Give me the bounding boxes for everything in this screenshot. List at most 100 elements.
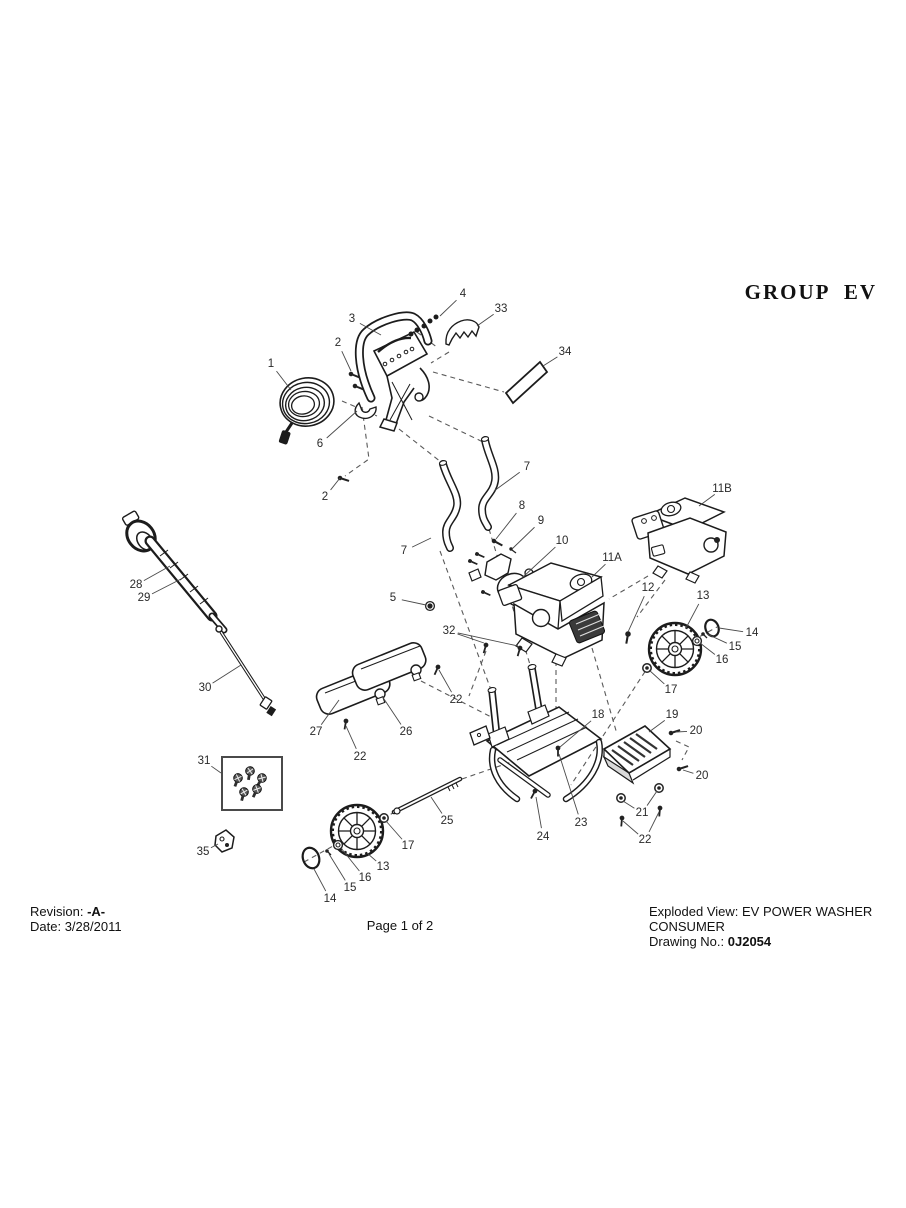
callout-leader bbox=[326, 410, 358, 439]
callout-leader bbox=[511, 526, 535, 550]
part-6-clip bbox=[354, 401, 377, 420]
part-11b-engine bbox=[631, 497, 727, 584]
part-14-oring-left bbox=[301, 846, 321, 870]
callout-leader bbox=[622, 820, 639, 835]
callout-32: 32 bbox=[443, 625, 456, 637]
callout-leader bbox=[401, 599, 427, 606]
callout-14: 14 bbox=[746, 627, 759, 639]
callout-22: 22 bbox=[450, 694, 463, 706]
callout-13: 13 bbox=[377, 861, 390, 873]
callout-3: 3 bbox=[349, 313, 355, 325]
callout-leader bbox=[151, 577, 184, 595]
callout-leader bbox=[211, 765, 222, 774]
callout-leader bbox=[328, 853, 346, 881]
callout-leader bbox=[648, 811, 660, 833]
part-19-tray bbox=[602, 725, 672, 785]
callout-leader bbox=[698, 493, 716, 507]
exploded-view-line: Exploded View: EV POWER WASHER CONSUMER bbox=[649, 904, 906, 934]
callout-10: 10 bbox=[556, 535, 569, 547]
callout-leader bbox=[706, 633, 728, 644]
part-2-screws bbox=[337, 371, 365, 484]
revision-value: -A- bbox=[87, 904, 106, 919]
callout-16: 16 bbox=[359, 872, 372, 884]
part-17-washer-left bbox=[379, 813, 389, 823]
callout-leader bbox=[559, 720, 592, 748]
callout-1: 1 bbox=[268, 358, 274, 370]
callout-7: 7 bbox=[401, 545, 407, 557]
callout-12: 12 bbox=[642, 582, 655, 594]
callout-leader bbox=[359, 322, 382, 336]
callout-14: 14 bbox=[324, 893, 337, 905]
callout-11A: 11A bbox=[602, 552, 622, 564]
callout-leader bbox=[341, 350, 352, 372]
callout-29: 29 bbox=[138, 592, 151, 604]
part-4-screws bbox=[408, 314, 439, 337]
part-35-bracket bbox=[214, 829, 235, 853]
callout-26: 26 bbox=[400, 726, 413, 738]
part-26-box bbox=[351, 642, 427, 691]
callout-leader bbox=[648, 719, 666, 733]
part-14-oring-right bbox=[704, 618, 720, 638]
part-20-screws bbox=[668, 727, 689, 772]
callout-5: 5 bbox=[390, 592, 396, 604]
callout-leader bbox=[648, 669, 665, 685]
callout-28: 28 bbox=[130, 579, 143, 591]
callout-leader bbox=[439, 299, 457, 317]
part-21-nuts bbox=[616, 783, 664, 803]
callout-leader bbox=[438, 669, 452, 693]
callout-leader bbox=[685, 603, 700, 629]
callout-leader bbox=[675, 731, 688, 733]
callout-24: 24 bbox=[537, 831, 550, 843]
part-30-wand bbox=[215, 625, 277, 717]
callout-30: 30 bbox=[199, 682, 212, 694]
callout-15: 15 bbox=[729, 641, 742, 653]
callout-34: 34 bbox=[559, 346, 572, 358]
part-13-wheel-right bbox=[647, 621, 703, 677]
callout-16: 16 bbox=[716, 654, 729, 666]
part-34-panel bbox=[504, 360, 549, 405]
date-label: Date: bbox=[30, 919, 62, 934]
callout-leader bbox=[646, 790, 658, 806]
callout-2: 2 bbox=[322, 491, 328, 503]
callout-leader bbox=[276, 370, 292, 391]
callout-leader bbox=[385, 820, 403, 840]
callout-27: 27 bbox=[310, 726, 323, 738]
callout-leader bbox=[591, 563, 606, 578]
footer-revision-block: Revision: -A- Date: 3/28/2011 bbox=[30, 904, 122, 934]
drawing-no-value: 0J2054 bbox=[727, 934, 772, 949]
part-15-pin-left bbox=[325, 849, 332, 856]
drawing-no-label: Drawing No.: bbox=[649, 934, 725, 949]
part-1-hose bbox=[278, 377, 335, 445]
page-number: Page 1 of 2 bbox=[366, 918, 434, 933]
callout-leader bbox=[718, 627, 744, 633]
callout-leader bbox=[682, 769, 694, 774]
revision-line: Revision: -A- bbox=[30, 904, 122, 919]
callout-leader bbox=[411, 537, 432, 548]
callout-leader bbox=[320, 699, 340, 725]
part-5-bolt bbox=[424, 600, 436, 612]
callout-leader bbox=[430, 796, 443, 814]
exploded-view-value: EV POWER WASHER CONSUMER bbox=[649, 904, 873, 934]
callouts-layer: 134332346277891011A511B12131415161732222… bbox=[130, 288, 759, 905]
callout-19: 19 bbox=[666, 709, 679, 721]
callout-leader bbox=[622, 800, 635, 809]
callout-22: 22 bbox=[354, 751, 367, 763]
callout-11B: 11B bbox=[712, 483, 732, 495]
callout-leader bbox=[457, 633, 485, 644]
callout-9: 9 bbox=[538, 515, 544, 527]
callout-leader bbox=[493, 471, 520, 492]
date-line: Date: 3/28/2011 bbox=[30, 919, 122, 934]
part-18-frame bbox=[469, 663, 603, 803]
callout-21: 21 bbox=[636, 807, 649, 819]
callout-leader bbox=[535, 796, 542, 829]
callout-leader bbox=[381, 695, 402, 725]
part-11a-engine bbox=[497, 562, 605, 667]
part-12-bolt bbox=[623, 630, 632, 645]
callout-15: 15 bbox=[344, 882, 357, 894]
drawing-no-line: Drawing No.: 0J2054 bbox=[649, 934, 906, 949]
callout-6: 6 bbox=[317, 438, 323, 450]
part-24-screw bbox=[528, 787, 539, 800]
date-value: 3/28/2011 bbox=[64, 919, 122, 934]
